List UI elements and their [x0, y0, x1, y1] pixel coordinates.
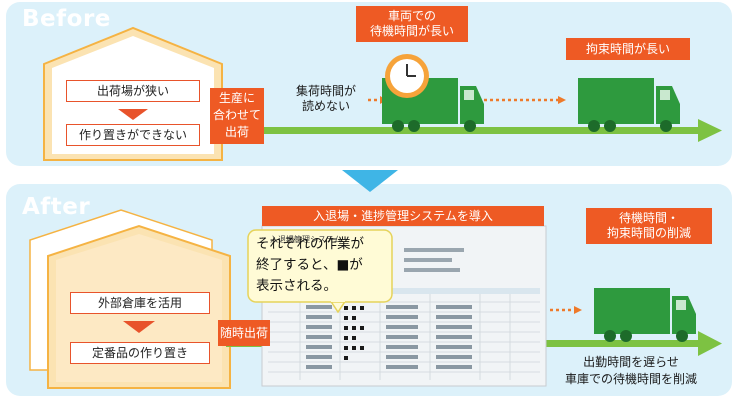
before-ship-label: 生産に 合わせて 出荷	[210, 88, 264, 144]
screen-title: 入退場管理システム	[270, 235, 342, 244]
before-down-arrow-icon	[118, 109, 148, 120]
before-truck-2-icon	[578, 78, 680, 132]
result-note: 出勤時間を遅らせ 車庫での待機時間を削減	[564, 355, 697, 386]
wait-time-label: 車両での 待機時間が長い	[356, 6, 468, 42]
before-warehouse-bottom-box: 作り置きができない	[66, 124, 200, 146]
before-timeline-bar	[210, 127, 700, 134]
before-timeline-arrowhead	[698, 119, 722, 142]
after-timeline-arrowhead	[698, 331, 722, 356]
result-label: 待機時間・ 拘束時間の削減	[586, 208, 712, 244]
after-title: After	[22, 194, 91, 220]
bound-time-label: 拘束時間が長い	[566, 38, 690, 60]
after-down-arrow-icon	[123, 321, 155, 333]
system-banner: 入退場・進捗管理システムを導入	[262, 206, 544, 226]
status-squares-icon	[344, 306, 364, 360]
clock-icon	[385, 54, 429, 98]
transition-arrow-icon	[342, 170, 398, 192]
callout-text: それぞれの作業が 終了すると、■が 表示される。	[256, 236, 364, 294]
collection-note: 集荷時間が 読めない	[295, 84, 356, 113]
before-warehouse-top-box: 出荷場が狭い	[66, 80, 200, 102]
callout-bubble	[247, 229, 393, 303]
before-title: Before	[22, 6, 111, 32]
after-warehouse-top-box: 外部倉庫を活用	[70, 292, 210, 314]
after-warehouse-bottom-box: 定番品の作り置き	[70, 342, 210, 364]
after-ship-label: 随時出荷	[218, 320, 270, 346]
after-truck-icon	[594, 288, 696, 342]
